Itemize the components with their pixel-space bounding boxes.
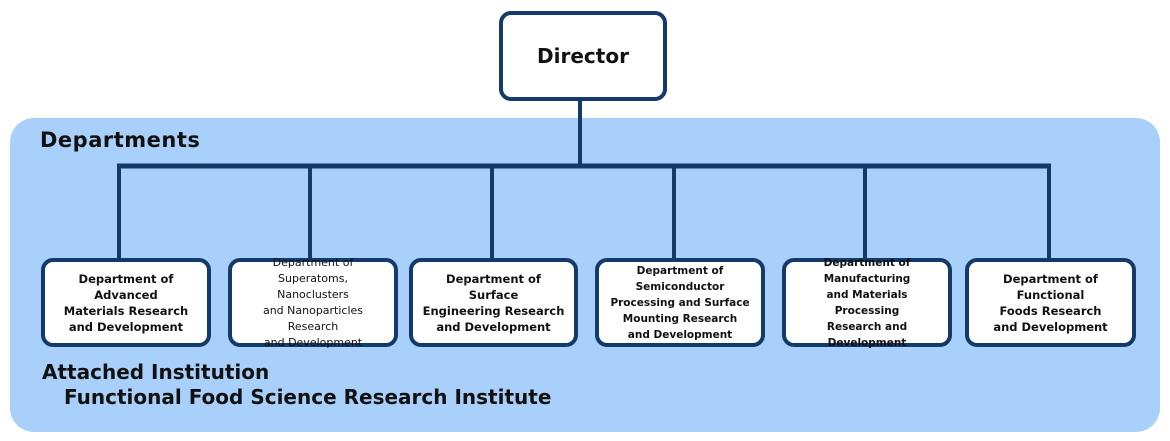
director-box: Director: [499, 11, 667, 101]
department-box-superatoms: Department of Superatoms, Nanoclusters a…: [228, 256, 398, 349]
department-label: Department of Semiconductor Processing a…: [610, 264, 750, 341]
director-label: Director: [537, 44, 629, 68]
department-box-manufacturing: Department of Manufacturing and Material…: [782, 257, 952, 349]
department-box-functional-foods: Department of Functional Foods Research …: [965, 258, 1136, 347]
department-label: Department of Superatoms, Nanoclusters a…: [262, 255, 364, 349]
department-box-semiconductor: Department of Semiconductor Processing a…: [595, 258, 765, 347]
departments-heading: Departments: [40, 128, 201, 152]
department-label: Department of Functional Foods Research …: [993, 271, 1108, 334]
attached-institution-name: Functional Food Science Research Institu…: [64, 385, 552, 409]
department-label: Department of Surface Engineering Resear…: [422, 271, 565, 334]
department-label: Department of Advanced Materials Researc…: [63, 271, 189, 334]
attached-institution-heading: Attached Institution: [42, 360, 270, 384]
department-label: Department of Manufacturing and Material…: [823, 256, 911, 349]
department-box-advanced-materials: Department of Advanced Materials Researc…: [41, 258, 211, 347]
department-box-surface-engineering: Department of Surface Engineering Resear…: [409, 258, 578, 347]
